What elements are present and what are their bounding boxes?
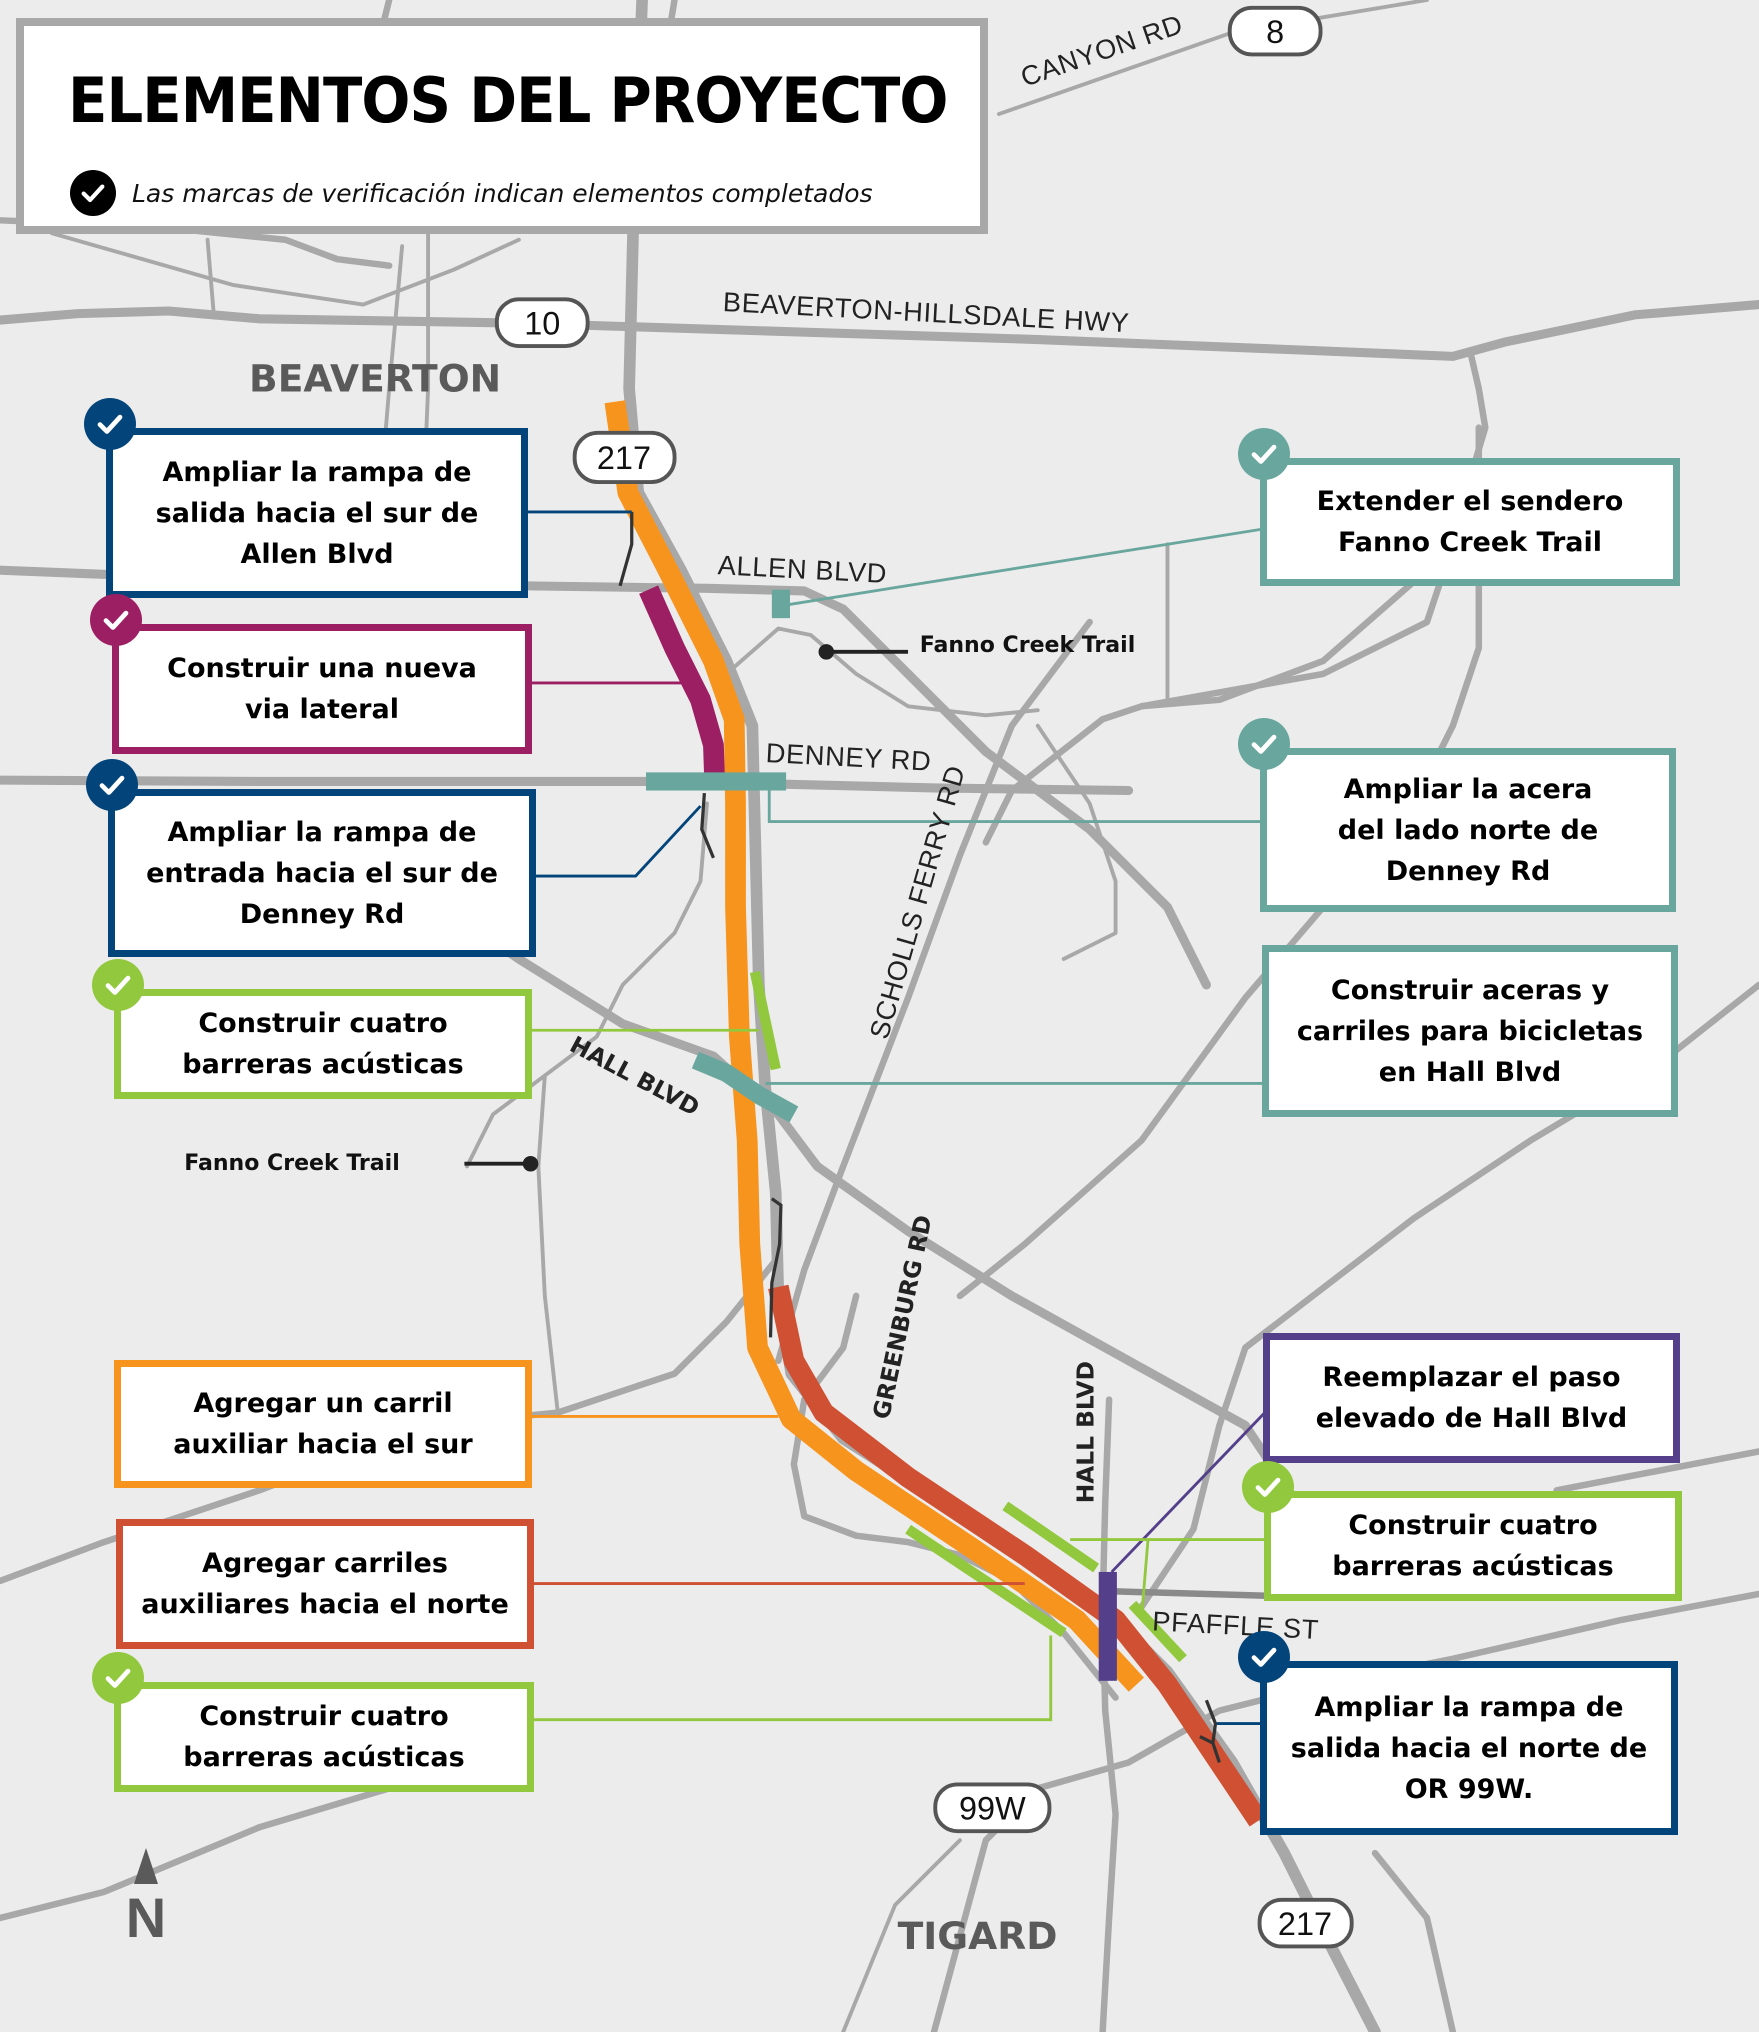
hall-blvd-ns-line [1099,1396,1119,2032]
callout-frontage-road: Construir una nueva via lateral [112,624,532,754]
99w-ramp-line [1199,1699,1221,1763]
callout-text: Construir cuatro barreras acústicas [183,1701,465,1773]
allen-ramp-line [618,511,634,587]
leader-hall-overpass [1110,1407,1270,1573]
trail-dot-north [818,644,835,660]
legend-box: ELEMENTOS DEL PROYECTO Las marcas de ver… [16,18,988,234]
callout-fanno-trail-extension: Extender el sendero Fanno Creek Trail [1260,458,1680,586]
road-segment [982,351,1489,846]
fanno-creek-trail-west [536,801,709,1415]
sound-wall-segment [749,970,781,1071]
fanno-creek-trail-north [724,626,1040,718]
tigard-city-label: TIGARD [898,1914,1058,1958]
hall-sidewalk-bike-marker [691,1051,799,1123]
callout-hall-overpass: Reemplazar el paso elevado de Hall Blvd [1263,1333,1680,1463]
road-segment [0,1785,393,1922]
or10-shield: 10 [494,297,590,348]
completed-check-icon [92,1652,144,1704]
or99w-shield-text: 99W [959,1790,1026,1826]
callout-hall-sidewalks-bike: Construir aceras y carriles para bicicle… [1262,945,1678,1117]
callout-text: Ampliar la rampa de entrada hacia el sur… [146,816,498,930]
road-segment [841,1838,962,2032]
completed-check-icon [90,594,142,646]
leader-sound-walls-2 [1070,1538,1269,1618]
callout-sound-walls-2: Construir cuatro barreras acústicas [1264,1491,1682,1601]
legend-title: ELEMENTOS DEL PROYECTO [68,64,948,137]
callout-northbound-aux-lanes: Agregar carriles auxiliares hacia el nor… [116,1519,534,1649]
north-arrow-icon [134,1848,158,1884]
fanno-trail-extension-marker [771,589,790,619]
callout-99w-exit-ramp: Ampliar la rampa de salida hacia el nort… [1260,1661,1678,1835]
beaverton-hillsdale-hwy-line [0,300,1759,361]
callout-denney-entrance-ramp: Ampliar la rampa de entrada hacia el sur… [108,789,536,957]
or8-shield-text: 8 [1266,14,1284,50]
or217-north-shield: 217 [572,430,677,485]
callout-sound-walls-3: Construir cuatro barreras acústicas [114,1682,534,1792]
hall-blvd-ns-label: HALL BLVD [1072,1361,1100,1503]
callout-sound-walls-1: Construir cuatro barreras acústicas [114,989,532,1099]
callout-text: Agregar un carril auxiliar hacia el sur [173,1388,473,1460]
or217-south-shield: 217 [1257,1897,1354,1949]
road-segment [1035,723,1118,961]
north-arrow: N [118,1846,174,1946]
fanno-creek-trail-label-west: Fanno Creek Trail [184,1151,400,1176]
leader-sound-walls-3 [531,1635,1053,1722]
or217-south-shield-text: 217 [1278,1906,1332,1942]
completed-check-icon [86,759,138,811]
or8-shield: 8 [1227,5,1323,57]
project-elements [604,400,1267,1827]
callout-denney-sidewalk: Ampliar la acera del lado norte de Denne… [1260,748,1676,912]
denney-ramp-line [700,792,715,859]
callout-text: Construir aceras y carriles para bicicle… [1296,974,1644,1088]
hall-overpass-marker [1098,1571,1117,1681]
sound-wall-segment [905,1524,1067,1638]
frontage-road-segment [639,585,726,785]
denney-sidewalk-marker [646,772,787,791]
road-segment [1553,1448,1759,1494]
completed-check-icon [1238,428,1290,480]
callout-text: Ampliar la rampa de salida hacia el nort… [1290,1691,1648,1805]
callout-allen-exit-ramp: Ampliar la rampa de salida hacia el sur … [106,428,528,598]
beaverton-city-label: BEAVERTON [249,356,501,400]
legend-subtitle: Las marcas de verificación indican eleme… [132,178,873,208]
callout-leaders [464,510,1270,1725]
completed-check-icon [1238,1631,1290,1683]
or99w-shield: 99W [933,1782,1052,1834]
fanno-creek-trail-label-north: Fanno Creek Trail [920,633,1136,658]
or217-north-shield-text: 217 [597,440,651,476]
completed-check-icon [92,959,144,1011]
callout-text: Extender el sendero Fanno Creek Trail [1316,486,1624,558]
callout-text: Reemplazar el paso elevado de Hall Blvd [1315,1362,1628,1434]
legend-subtitle-row: Las marcas de verificación indican eleme… [70,170,873,216]
callout-text: Ampliar la rampa de salida hacia el sur … [155,456,479,570]
or10-shield-text: 10 [524,305,560,341]
check-circle-icon [70,170,116,216]
completed-check-icon [84,398,136,450]
callout-text: Agregar carriles auxiliares hacia el nor… [141,1548,509,1620]
completed-check-icon [1238,718,1290,770]
road-segment [49,231,521,307]
leader-fanno-trail-extension [784,527,1265,607]
sound-wall-segment [1002,1501,1100,1573]
scholls-ferry-rd-line [775,618,1093,1364]
trail-dot-west [522,1155,539,1172]
road-segment [1371,1849,1457,2032]
north-letter: N [125,1886,167,1949]
callout-text: Ampliar la acera del lado norte de Denne… [1337,773,1599,887]
callout-text: Construir una nueva via lateral [167,653,477,725]
leader-denney-entrance-ramp [534,805,702,878]
completed-check-icon [1242,1461,1294,1513]
callout-text: Construir cuatro barreras acústicas [182,1008,464,1080]
callout-southbound-aux-lane: Agregar un carril auxiliar hacia el sur [114,1360,532,1488]
leader-denney-sidewalk [767,790,1265,824]
hall-blvd-line [436,902,1302,1599]
ramp-line [768,1197,783,1338]
road-segment [205,237,216,320]
callout-text: Construir cuatro barreras acústicas [1332,1510,1614,1582]
